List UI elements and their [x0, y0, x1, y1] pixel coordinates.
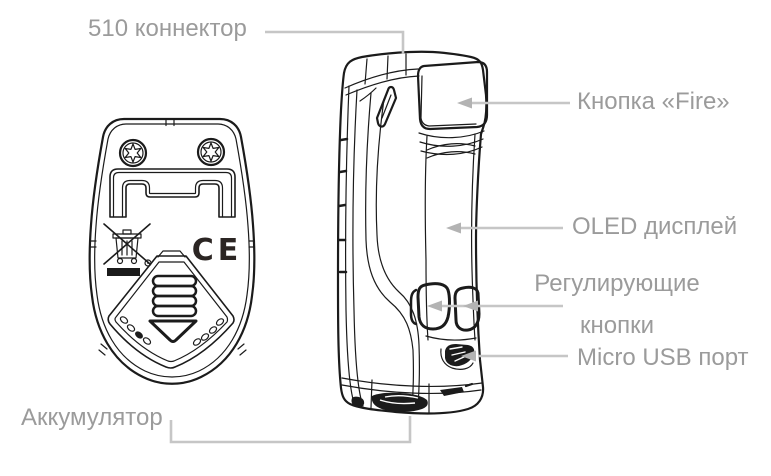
edge-vent-dashes: [337, 137, 349, 274]
left-arrowhead-icon: [461, 350, 476, 362]
vent-holes: [119, 316, 225, 346]
label-adjust-buttons-line2: кнопки: [579, 312, 654, 339]
micro-usb-port-icon: [440, 344, 475, 370]
chevron-down-icon: [148, 319, 198, 343]
bottom-outer-outline: [88, 117, 256, 385]
label-micro-usb: Micro USB порт: [577, 344, 749, 371]
device-base: [341, 377, 483, 414]
fan-outer: [107, 255, 235, 369]
battery-door: [107, 250, 235, 369]
leader-510-connector: [265, 30, 405, 54]
leader-adjust-buttons: [427, 300, 563, 312]
label-fire-button: Кнопка «Fire»: [577, 88, 730, 115]
adjustment-buttons: [409, 282, 481, 332]
bottom-view-illustration: CE: [88, 117, 256, 385]
oled-display-panel: [424, 133, 477, 341]
side-view-illustration: [336, 50, 489, 415]
leader-battery: [169, 416, 412, 444]
leader-oled-display: [446, 222, 563, 234]
black-bar-marking: [107, 268, 140, 276]
torx-screw-icon: [196, 137, 226, 167]
side-accent-blade: [375, 85, 398, 128]
fan-inner: [114, 261, 229, 363]
fan-tip-nub: [157, 250, 186, 258]
bridge-cutout: [109, 168, 236, 218]
left-arrowhead-icon: [457, 97, 472, 109]
ce-mark: CE: [192, 233, 243, 268]
bottom-inner-outline: [94, 123, 250, 378]
label-oled-display: OLED дисплей: [572, 213, 738, 240]
leader-micro-usb: [461, 350, 568, 362]
adjust-button-minus: [416, 282, 451, 331]
body-contours: [345, 85, 421, 409]
leader-fire-button: [457, 97, 570, 109]
torx-screw-icon: [118, 138, 148, 168]
adjust-button-plus: [453, 285, 481, 332]
label-510-connector: 510 коннектор: [88, 15, 247, 42]
label-battery: Аккумулятор: [21, 404, 163, 431]
callout-leader-lines: [169, 30, 570, 444]
label-adjust-buttons-line1: Регулирующие: [534, 270, 700, 297]
left-arrowhead-icon: [463, 300, 478, 312]
weee-icon: [103, 223, 152, 267]
top-cap-seams: [344, 53, 420, 96]
fire-button: [416, 60, 489, 156]
left-arrowhead-icon: [427, 300, 442, 312]
shell-seam-ticks: [89, 118, 256, 356]
grip-ridges: [151, 274, 198, 318]
side-outer-outline: [336, 50, 488, 415]
left-arrowhead-icon: [446, 222, 461, 234]
